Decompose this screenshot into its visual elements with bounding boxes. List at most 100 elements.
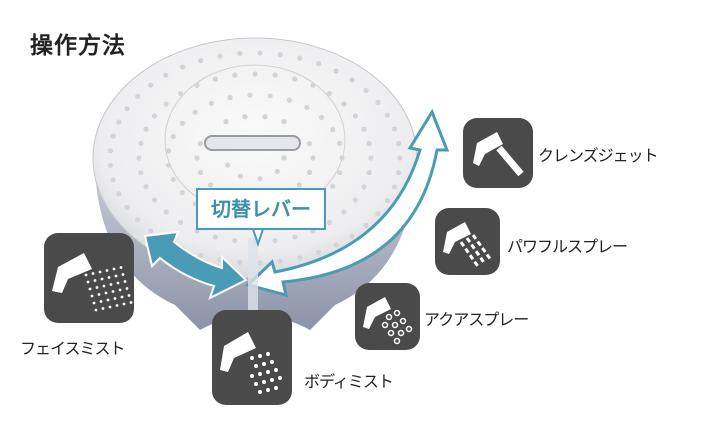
nozzle-dot xyxy=(391,126,397,132)
nozzle-dot xyxy=(267,93,273,99)
nozzle-dot xyxy=(257,176,263,182)
nozzle-dot xyxy=(297,55,303,61)
nozzle-dot xyxy=(179,64,186,70)
nozzle-dot xyxy=(170,176,176,183)
nozzle-dot xyxy=(151,113,158,119)
nozzle-dot xyxy=(223,119,229,125)
nozzle-dot xyxy=(179,120,185,126)
nozzle-dot xyxy=(395,170,402,176)
nozzle-dot xyxy=(237,259,243,266)
nozzle-dot xyxy=(232,72,238,78)
nozzle-dot xyxy=(207,182,214,188)
nozzle-dot xyxy=(286,97,293,103)
cleanse-jet-label: クレンズジェット xyxy=(538,146,659,165)
nozzle-dot xyxy=(361,126,367,132)
nozzle-dot xyxy=(124,204,130,210)
nozzle-dot xyxy=(366,169,372,176)
nozzle-dot xyxy=(262,114,268,120)
nozzle-dot xyxy=(292,76,298,82)
nozzle-dot xyxy=(306,169,313,175)
nozzle-dot xyxy=(138,140,144,147)
lever xyxy=(248,238,258,310)
nozzle-dot xyxy=(198,58,204,64)
nozzle-dot xyxy=(306,141,313,147)
page-title: 操作方法 xyxy=(30,33,126,59)
nozzle-dot xyxy=(352,113,359,119)
nozzle-dot xyxy=(165,162,172,168)
nozzle-dot xyxy=(208,100,215,107)
nozzle-dot xyxy=(212,76,218,82)
nozzle-dot xyxy=(384,112,391,118)
nozzle-dot xyxy=(330,183,336,189)
powerful-spray-icon xyxy=(435,208,500,275)
nozzle-dot xyxy=(337,169,343,176)
cleanse-jet-icon xyxy=(463,118,533,188)
nozzle-dot xyxy=(363,87,369,94)
nozzle-dot xyxy=(237,173,244,179)
nozzle-dot xyxy=(197,169,204,175)
nozzle-dot xyxy=(292,234,298,240)
nozzle-dot xyxy=(143,126,149,132)
nozzle-dot xyxy=(165,148,172,154)
nozzle-dot xyxy=(341,101,347,107)
nozzle-dot xyxy=(197,141,204,147)
nozzle-dot xyxy=(116,119,122,125)
nozzle-dot xyxy=(163,72,169,78)
nozzle-dot xyxy=(337,140,343,147)
body-mist-label: ボディミスト xyxy=(304,372,394,391)
nozzle-dot xyxy=(116,191,122,197)
nozzle-dot xyxy=(194,155,200,161)
nozzle-dot xyxy=(277,51,283,58)
nozzle-dot xyxy=(330,127,336,133)
nozzle-dot xyxy=(368,155,374,161)
nozzle-dot xyxy=(163,209,169,215)
nozzle-dot xyxy=(315,61,322,67)
nozzle-dot xyxy=(163,101,169,107)
nozzle-dot xyxy=(272,238,278,244)
nozzle-dot xyxy=(143,184,149,190)
powerful-spray-label: パワフルスプレー xyxy=(507,237,628,256)
nozzle-dot xyxy=(333,68,339,74)
nozzle-dot xyxy=(277,258,283,265)
nozzle-dot xyxy=(107,162,113,168)
nozzle-dot xyxy=(304,104,310,111)
nozzle-dot xyxy=(326,91,333,97)
face-mist-icon xyxy=(44,233,134,323)
nozzle-dot xyxy=(349,233,355,239)
nozzle-dot xyxy=(242,114,248,120)
nozzle-dot xyxy=(272,72,278,78)
nozzle-dot xyxy=(252,71,258,77)
nozzle-dot xyxy=(148,228,154,234)
nozzle-dot xyxy=(179,190,185,196)
nozzle-dot xyxy=(375,211,381,217)
nozzle-dot xyxy=(124,106,130,112)
nozzle-dot xyxy=(341,209,347,215)
nozzle-dot xyxy=(107,148,113,154)
nozzle-dot xyxy=(384,198,391,204)
nozzle-dot xyxy=(225,162,231,168)
jet-nozzle xyxy=(204,135,301,151)
nozzle-dot xyxy=(319,114,325,121)
nozzle-dot xyxy=(375,99,381,105)
nozzle-dot xyxy=(274,168,280,175)
nozzle-dot xyxy=(212,234,218,240)
nozzle-dot xyxy=(257,260,263,266)
nozzle-dot xyxy=(110,177,116,183)
nozzle-dot xyxy=(247,92,253,98)
nozzle-dot xyxy=(310,82,316,88)
nozzle-dot xyxy=(363,222,369,229)
nozzle-dot xyxy=(198,252,204,258)
nozzle-dot xyxy=(352,197,359,203)
aqua-spray-icon xyxy=(355,283,420,350)
nozzle-dot xyxy=(151,197,158,203)
nozzle-dot xyxy=(333,242,339,248)
nozzle-dot xyxy=(391,184,397,190)
nozzle-dot xyxy=(192,109,198,115)
nozzle-dot xyxy=(177,219,184,225)
nozzle-dot xyxy=(326,219,333,225)
nozzle-dot xyxy=(281,119,287,125)
nozzle-dot xyxy=(135,217,141,223)
rotation-arrow-large xyxy=(245,108,450,298)
nozzle-dot xyxy=(227,95,233,101)
